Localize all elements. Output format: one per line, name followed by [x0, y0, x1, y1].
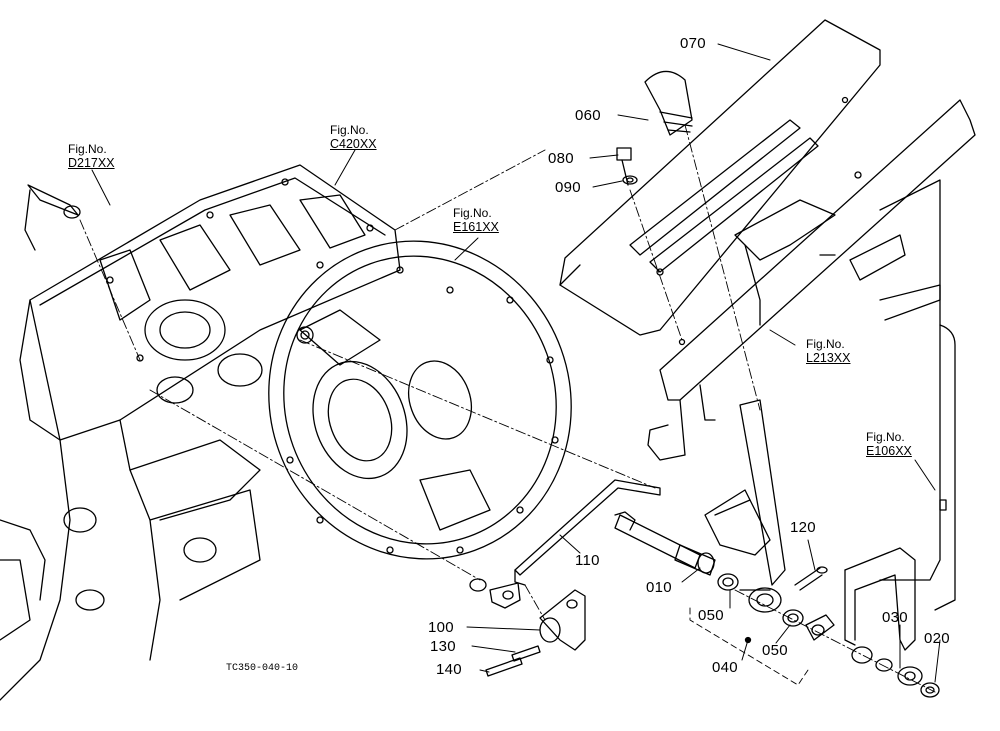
label-part-070: 070	[680, 35, 706, 52]
pedal-arm	[704, 399, 786, 613]
label-part-110: 110	[575, 552, 600, 569]
drawing-code: TC350-040-10	[226, 663, 299, 674]
fig-number: C420XX	[330, 137, 377, 151]
fig-ref-d217: Fig.No. D217XX	[68, 142, 115, 170]
fig-ref-c420: Fig.No. C420XX	[330, 123, 377, 151]
shift-lever-left	[24, 184, 81, 251]
label-part-020: 020	[924, 630, 950, 647]
label-part-050-right: 050	[762, 642, 788, 659]
label-part-080: 080	[548, 150, 574, 167]
pedal-bracket	[844, 324, 956, 651]
mounting-bracket	[647, 99, 976, 581]
fig-number: L213XX	[806, 351, 851, 365]
label-part-030: 030	[882, 609, 908, 626]
fig-label: Fig.No.	[68, 142, 107, 156]
fig-number: E106XX	[866, 444, 912, 458]
small-washer	[469, 578, 521, 609]
label-part-090: 090	[555, 179, 581, 196]
washer-and-nut	[851, 646, 940, 698]
label-part-140: 140	[436, 661, 462, 678]
bushings	[717, 573, 835, 641]
transmission-housing	[0, 164, 401, 701]
label-part-060: 060	[575, 107, 601, 124]
shaft	[614, 511, 716, 576]
link-arm	[539, 589, 586, 651]
fig-ref-e161: Fig.No. E161XX	[453, 206, 499, 234]
fig-number: E161XX	[453, 220, 499, 234]
label-part-010: 010	[646, 579, 672, 596]
fig-ref-l213: Fig.No. L213XX	[806, 337, 850, 365]
label-part-100: 100	[428, 619, 454, 636]
leader-lines	[91, 43, 941, 683]
cover-plate	[559, 19, 881, 346]
fig-label: Fig.No.	[453, 206, 492, 220]
fig-label: Fig.No.	[330, 123, 369, 137]
bolt-and-washer	[616, 147, 638, 186]
reference-dot	[744, 636, 752, 644]
centerlines	[79, 124, 936, 693]
fig-label: Fig.No.	[866, 430, 905, 444]
rod	[514, 479, 661, 586]
clutch-housing	[268, 240, 572, 560]
fig-ref-e106: Fig.No. E106XX	[866, 430, 912, 458]
label-part-050-left: 050	[698, 607, 724, 624]
label-part-120: 120	[790, 519, 816, 536]
clip	[794, 566, 828, 591]
label-part-040: 040	[712, 659, 738, 676]
fig-number: D217XX	[68, 156, 115, 170]
pins	[485, 645, 541, 677]
label-part-130: 130	[430, 638, 456, 655]
fig-label: Fig.No.	[806, 337, 845, 351]
